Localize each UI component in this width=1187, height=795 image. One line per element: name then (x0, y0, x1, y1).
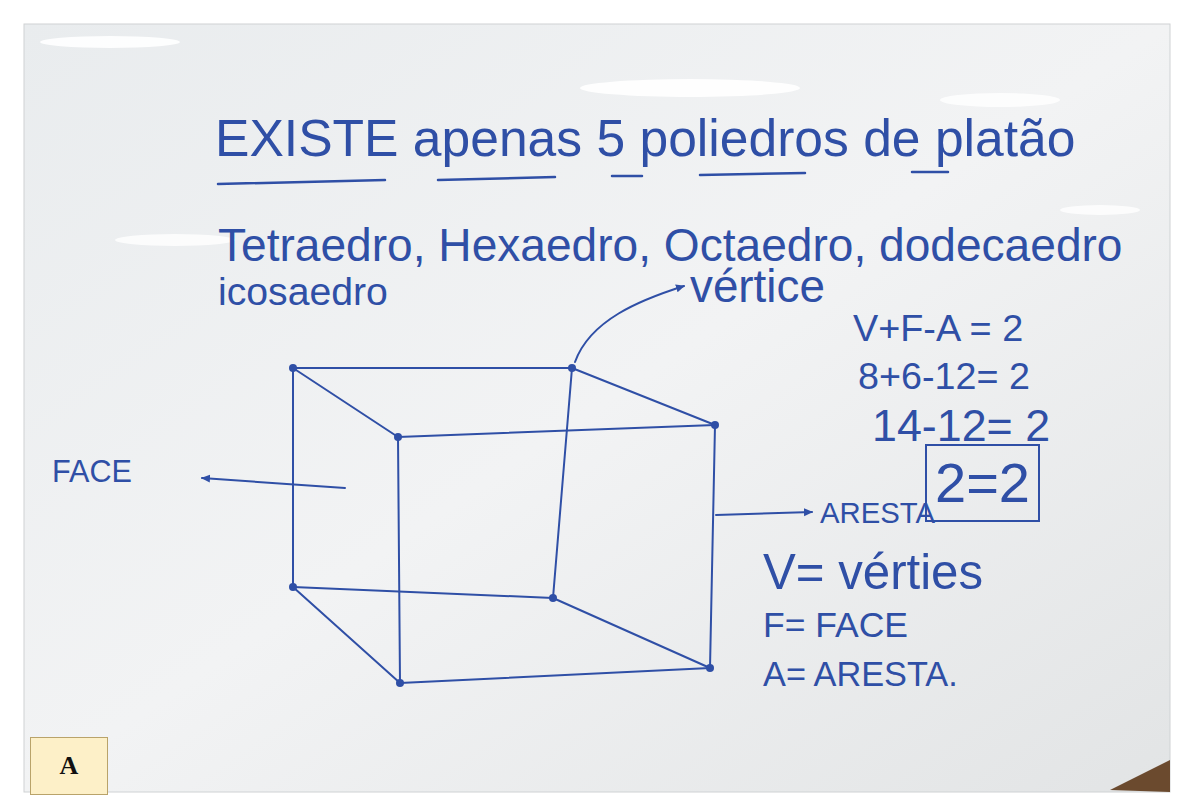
node-text: A (60, 752, 79, 781)
euler-step: 14-12= 2 (872, 401, 1050, 450)
figure-badge: A (30, 737, 108, 795)
legend-note: A= ARESTA. (763, 656, 958, 694)
result-box: 2=2 (925, 444, 1040, 522)
legend-note: V= vérties (763, 545, 983, 599)
euler-step: 8+6-12= 2 (858, 356, 1030, 397)
callout-label: vértice (690, 262, 825, 312)
euler-formula: V+F-A = 2 (853, 308, 1023, 350)
cube-drawing (293, 368, 715, 683)
callout-label: FACE (52, 455, 132, 489)
heading-note: EXISTE apenas 5 poliedros de platão (215, 110, 1075, 167)
callout-label: ARESTA (820, 497, 935, 529)
polyhedra-list: icosaedro (218, 270, 388, 313)
polyhedra-list: Tetraedro, Hexaedro, Octaedro, dodecaedr… (218, 220, 1123, 271)
node-text: 2=2 (935, 452, 1030, 514)
legend-note: F= FACE (763, 606, 908, 645)
